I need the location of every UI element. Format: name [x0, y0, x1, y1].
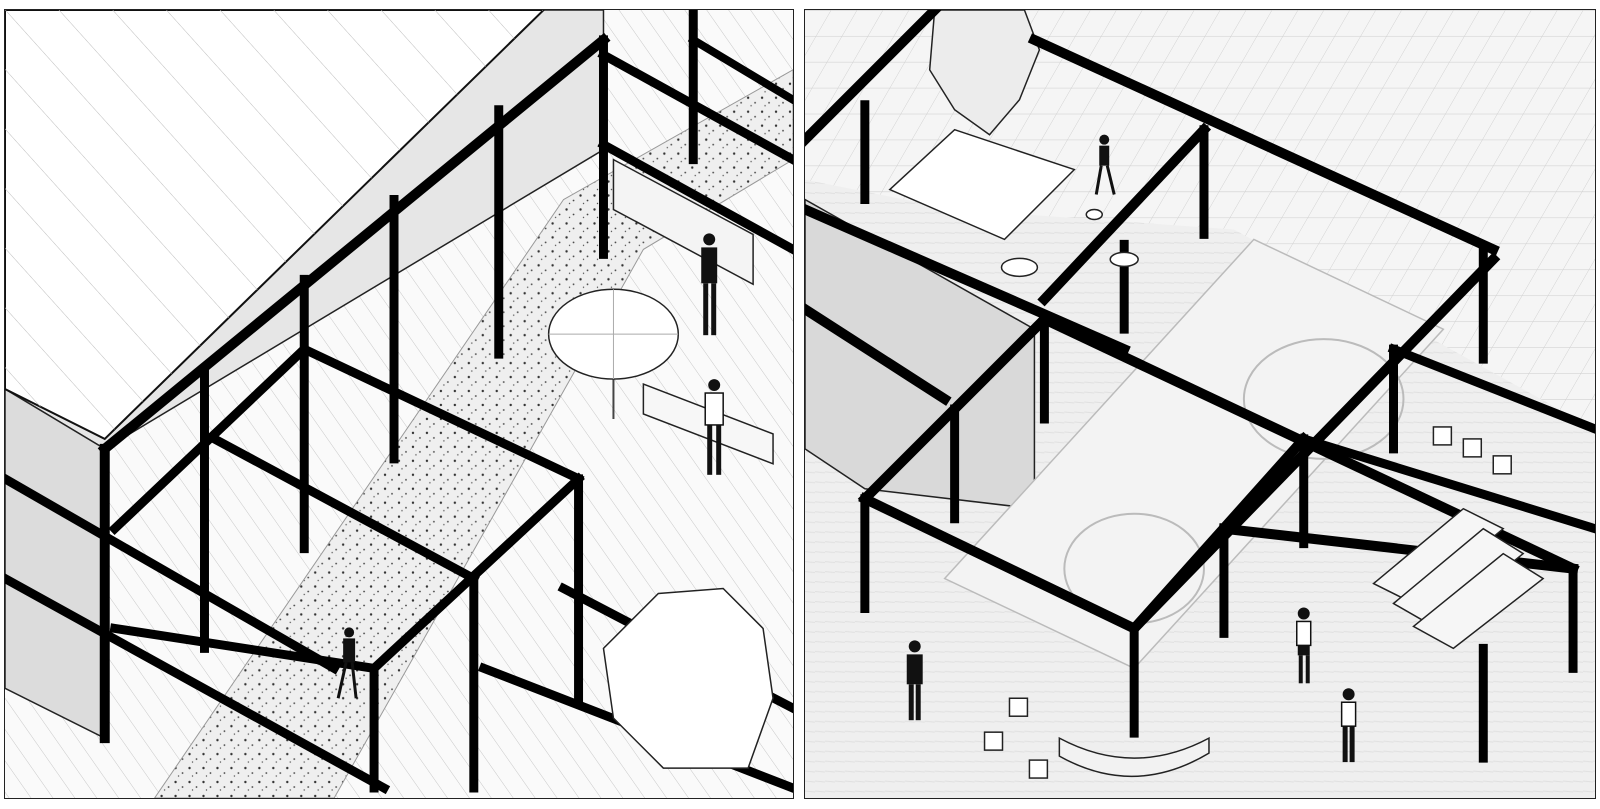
person-phone [1340, 688, 1357, 763]
left-illustration-panel [4, 9, 794, 799]
stair-bleachers [1372, 507, 1545, 650]
right-axonometric-drawing [805, 10, 1595, 798]
person-walking [336, 627, 358, 699]
person-athlete [1296, 607, 1312, 684]
pergola-frame [5, 10, 793, 795]
building-side-wall [5, 388, 106, 740]
person-standing-counter [704, 379, 724, 475]
right-illustration-panel [804, 9, 1596, 799]
person-standing-left [906, 640, 923, 721]
sports-court [943, 238, 1445, 670]
person-walking-top [1094, 134, 1116, 195]
cafe-tables [1000, 208, 1139, 278]
court-circle-upper [1242, 338, 1405, 460]
tree-canopy [928, 10, 1041, 136]
left-axonometric-drawing [5, 10, 793, 798]
tree-canopy [602, 587, 774, 769]
tree-planter [888, 128, 1076, 241]
roof-lines [5, 10, 544, 439]
concrete-wall-block [805, 198, 1036, 510]
seating-cubes [983, 426, 1512, 779]
patio-umbrella [547, 288, 680, 419]
bar-shelving [612, 158, 754, 286]
curved-bench [1058, 736, 1210, 778]
person-standing-bar [701, 233, 718, 336]
